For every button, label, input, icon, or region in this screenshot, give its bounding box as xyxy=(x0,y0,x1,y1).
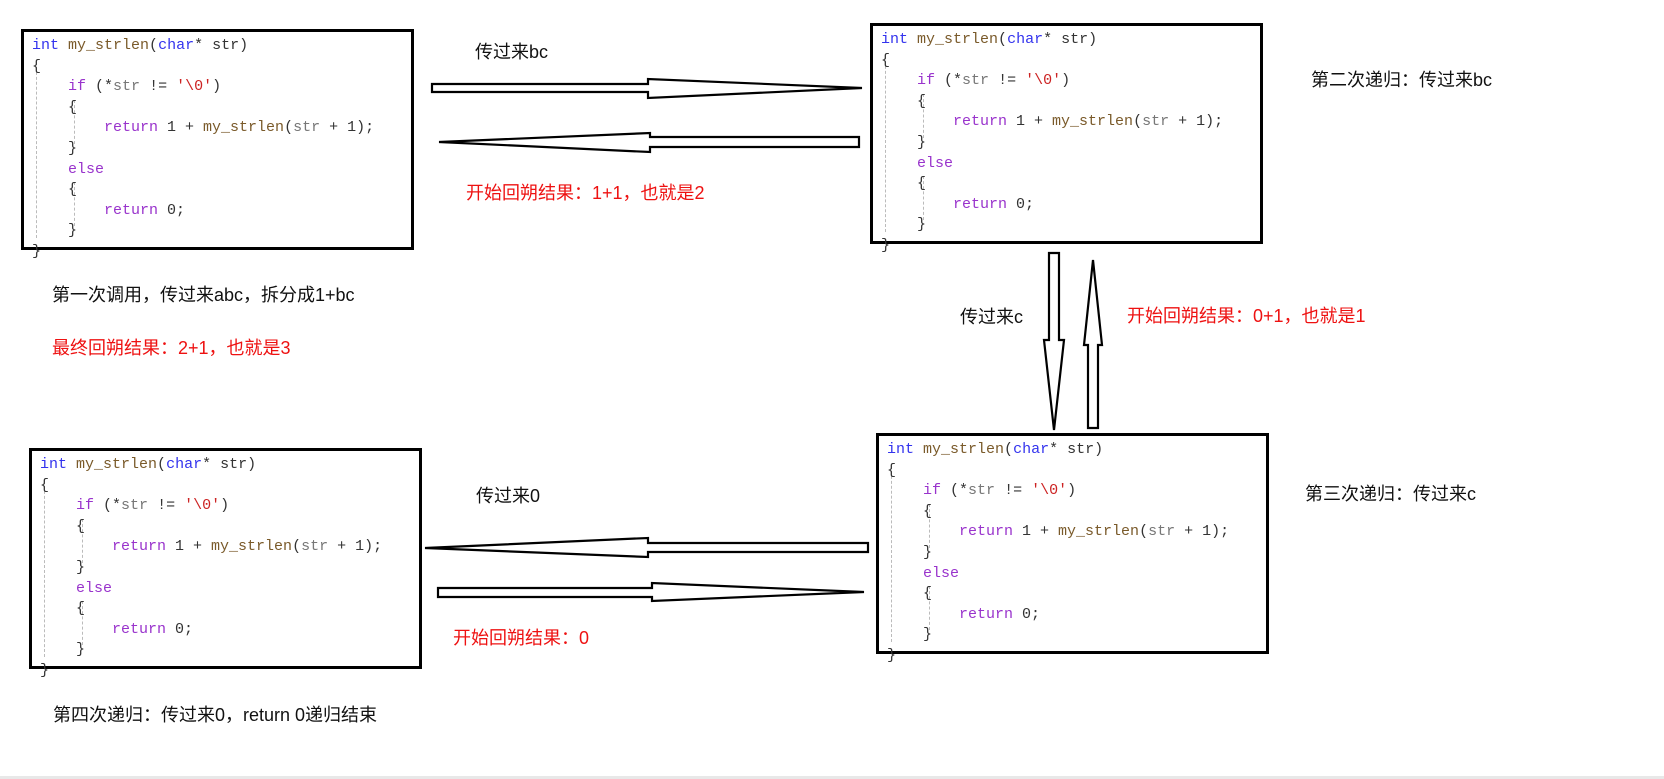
bottom-divider xyxy=(0,776,1664,779)
indent-guide xyxy=(929,586,930,630)
label-first-call: 第一次调用，传过来abc，拆分成1+bc xyxy=(52,285,355,305)
code-listing: int my_strlen(char* str) { if (*str != '… xyxy=(40,456,383,679)
label-backtrack-0: 开始回朔结果：0 xyxy=(453,628,590,648)
indent-guide xyxy=(74,182,75,226)
code-box-fourth-recursion: int my_strlen(char* str) { if (*str != '… xyxy=(29,448,422,679)
indent-guide xyxy=(929,504,930,548)
label-pass-c: 传过来c xyxy=(960,307,1023,327)
indent-guide xyxy=(885,56,886,232)
indent-guide xyxy=(36,62,37,238)
code-listing: int my_strlen(char* str) { if (*str != '… xyxy=(887,441,1230,664)
indent-guide xyxy=(82,601,83,645)
label-backtrack-1: 开始回朔结果：0+1，也就是1 xyxy=(1127,306,1366,326)
indent-guide xyxy=(923,94,924,138)
label-pass-0: 传过来0 xyxy=(476,486,541,506)
code-box-first-call: int my_strlen(char* str) { if (*str != '… xyxy=(21,29,414,260)
label-fourth-recursion: 第四次递归：传过来0，return 0递归结束 xyxy=(53,705,378,725)
label-second-recursion: 第二次递归：传过来bc xyxy=(1311,70,1493,90)
indent-guide xyxy=(891,466,892,642)
code-listing: int my_strlen(char* str) { if (*str != '… xyxy=(32,37,375,260)
code-box-second-recursion: int my_strlen(char* str) { if (*str != '… xyxy=(870,23,1263,254)
label-pass-bc: 传过来bc xyxy=(475,42,549,62)
code-box-third-recursion: int my_strlen(char* str) { if (*str != '… xyxy=(876,433,1269,664)
arrow-right-bottom xyxy=(436,581,865,603)
arrow-left-bottom xyxy=(424,536,870,559)
indent-guide xyxy=(74,100,75,144)
indent-guide xyxy=(923,176,924,220)
arrow-down-middle xyxy=(1042,251,1066,431)
label-backtrack-2: 开始回朔结果：1+1，也就是2 xyxy=(466,183,705,203)
indent-guide xyxy=(82,519,83,563)
arrow-right-top xyxy=(430,77,863,100)
label-final-result: 最终回朔结果：2+1，也就是3 xyxy=(52,338,291,358)
arrow-left-top xyxy=(438,131,861,154)
indent-guide xyxy=(44,481,45,657)
code-listing: int my_strlen(char* str) { if (*str != '… xyxy=(881,31,1224,254)
label-third-recursion: 第三次递归：传过来c xyxy=(1305,484,1476,504)
arrow-up-middle xyxy=(1082,259,1104,430)
